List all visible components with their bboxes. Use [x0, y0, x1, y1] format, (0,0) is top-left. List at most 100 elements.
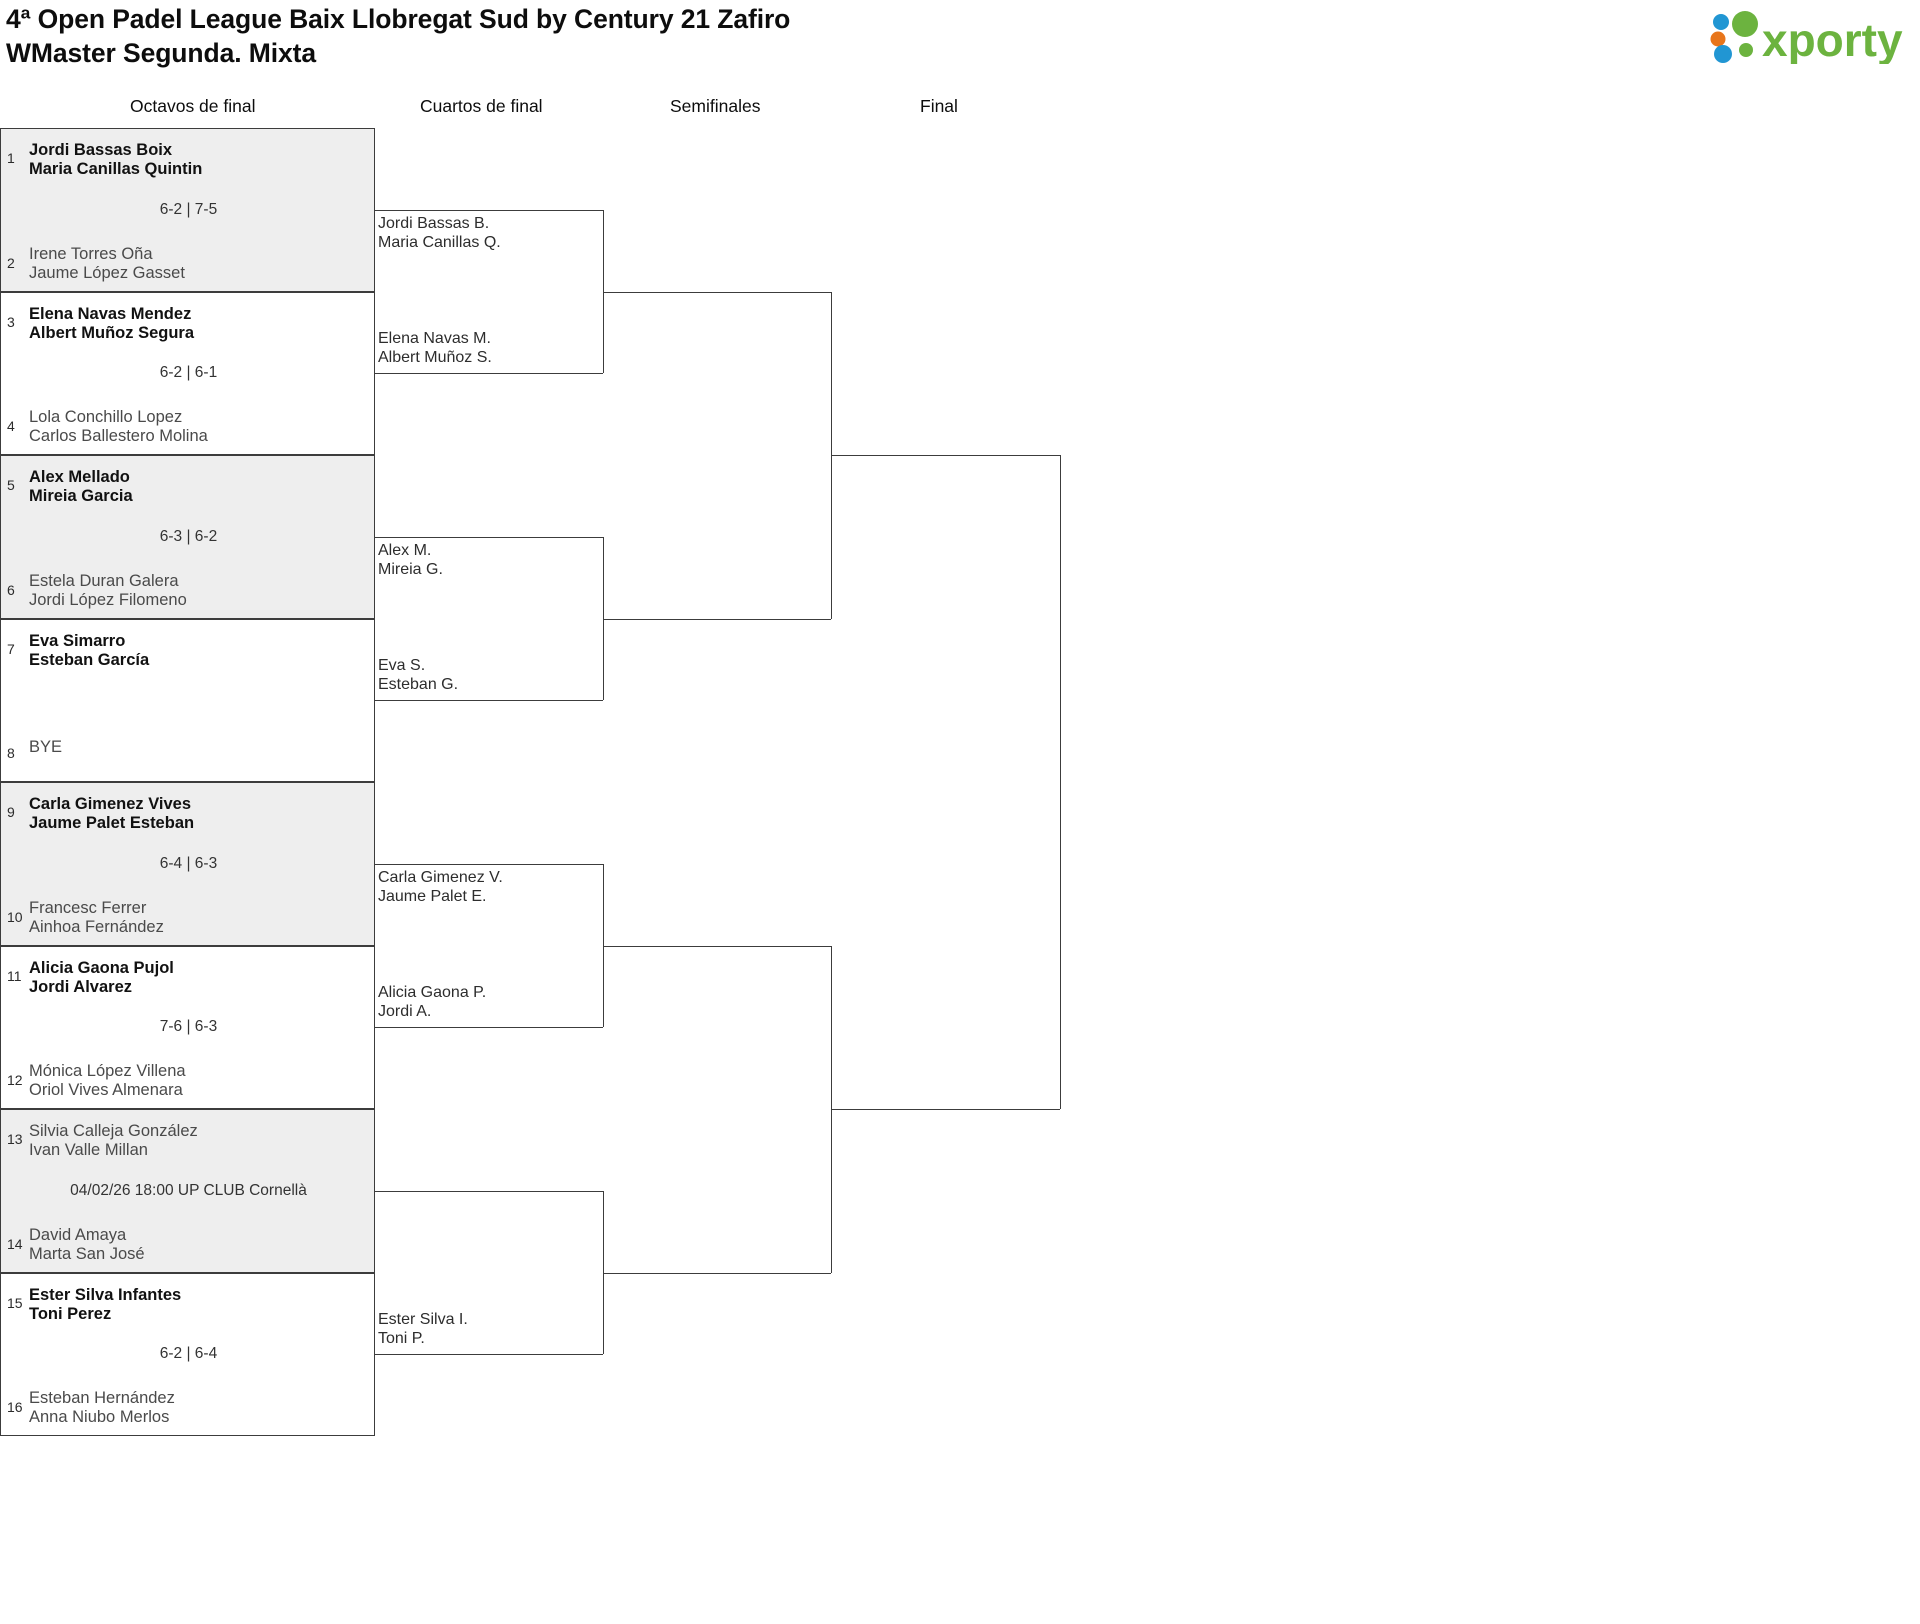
seed-number: 4	[7, 418, 15, 434]
player-name: Ester Silva Infantes	[29, 1285, 182, 1304]
advanced-team: Elena Navas M.Albert Muñoz S.	[378, 329, 492, 367]
seed-number: 6	[7, 581, 15, 598]
match-schedule: 04/02/26 18:00 UP CLUB Cornellà	[70, 1181, 307, 1199]
player-name: Jordi Bassas B.	[378, 214, 490, 232]
seed-number: 3	[7, 313, 15, 330]
connector-line-top	[375, 863, 603, 865]
connector-line-top	[375, 536, 603, 538]
connector-line-top	[832, 455, 1060, 456]
connector-line-bottom	[832, 1109, 1060, 1110]
player-name: David Amaya	[29, 1225, 127, 1244]
player-name: Esteban Hernández	[29, 1389, 175, 1407]
connector-line-top	[375, 209, 603, 211]
logo-wordmark: xporty	[1762, 14, 1903, 64]
player-name: Marta San José	[29, 1244, 145, 1263]
seed-number: 14	[7, 1235, 23, 1252]
player-name: Jaume Palet E.	[378, 887, 487, 905]
advanced-team: Jordi Bassas B.Maria Canillas Q.	[378, 214, 501, 252]
logo-dot-blue-top	[1713, 14, 1729, 30]
player-name: Ester Silva I.	[378, 1311, 468, 1329]
seed-number: 10	[7, 908, 23, 925]
connector-line-bottom	[375, 700, 603, 702]
round-header-octavos: Octavos de final	[130, 96, 256, 116]
player-name: Alex M.	[378, 541, 432, 559]
advanced-team: Alex M.Mireia G.	[378, 541, 443, 579]
player-name: Carlos Ballestero Molina	[29, 427, 208, 446]
player-name: Esteban G.	[378, 676, 459, 694]
seed-number: 11	[7, 967, 22, 984]
player-name: Silvia Calleja González	[29, 1122, 198, 1140]
player-name: Jaume López Gasset	[29, 263, 185, 282]
seed-number: 8	[7, 745, 15, 761]
connector-line-bottom	[603, 618, 831, 620]
player-name: Jaume Palet Esteban	[29, 814, 195, 833]
connector-line-top	[603, 291, 831, 293]
bracket-connector	[603, 290, 871, 621]
player-name: Toni Perez	[29, 1304, 112, 1323]
connector-line-bottom	[375, 373, 603, 375]
match-score: 6-2 | 7-5	[159, 200, 218, 218]
player-name: Jordi López Filomeno	[29, 590, 187, 609]
player-name: Maria Canillas Q.	[378, 233, 501, 251]
seed-number: 12	[7, 1072, 23, 1088]
advanced-team: Alicia Gaona P.Jordi A.	[378, 983, 486, 1021]
player-name: Esteban García	[29, 650, 150, 669]
player-name: Estela Duran Galera	[29, 571, 179, 590]
xporty-logo[interactable]: xporty	[1704, 8, 1904, 66]
seed-number: 2	[7, 254, 15, 271]
player-name: Ainhoa Fernández	[29, 917, 164, 936]
player-name: Anna Niubo Merlos	[29, 1408, 170, 1427]
player-name: Eva S.	[378, 657, 426, 675]
player-name: Mireia Garcia	[29, 487, 133, 506]
player-name: Elena Navas M.	[378, 330, 491, 348]
logo-dot-blue-bottom	[1714, 45, 1732, 63]
bracket-connector	[603, 944, 871, 1275]
match-score: 6-2 | 6-4	[159, 1345, 218, 1363]
seed-number: 13	[7, 1131, 23, 1147]
round-header-final: Final	[920, 96, 958, 116]
player-name: Eva Simarro	[29, 631, 126, 650]
match-score: 6-4 | 6-3	[159, 854, 218, 872]
player-name: Jordi Alvarez	[29, 977, 133, 996]
seed-number: 15	[7, 1294, 23, 1311]
player-name: Jordi Bassas Boix	[29, 141, 173, 159]
player-name: Ivan Valle Millan	[29, 1141, 148, 1160]
player-name: Irene Torres Oña	[29, 244, 153, 263]
connector-line-top	[603, 945, 831, 947]
player-name: Mónica López Villena	[29, 1062, 186, 1080]
category-name: WMaster Segunda. Mixta	[6, 38, 316, 69]
match-score: 7-6 | 6-3	[159, 1018, 218, 1036]
player-name: Lola Conchillo Lopez	[29, 408, 183, 426]
player-name: Elena Navas Mendez	[29, 304, 192, 323]
seed-number: 16	[7, 1399, 23, 1415]
connector-line-bottom	[603, 1272, 831, 1274]
page-title: 4ª Open Padel League Baix Llobregat Sud …	[6, 2, 1106, 71]
player-name: Alex Mellado	[29, 468, 130, 486]
player-name: Toni P.	[378, 1330, 425, 1348]
bracket-connector	[832, 453, 1100, 1111]
connector-line-bottom	[375, 1354, 603, 1356]
advanced-team: Ester Silva I.Toni P.	[378, 1310, 468, 1348]
bye-label: BYE	[29, 738, 63, 756]
seed-number: 5	[7, 477, 15, 493]
player-name: Maria Canillas Quintin	[29, 160, 203, 179]
player-name: Oriol Vives Almenara	[29, 1081, 183, 1100]
